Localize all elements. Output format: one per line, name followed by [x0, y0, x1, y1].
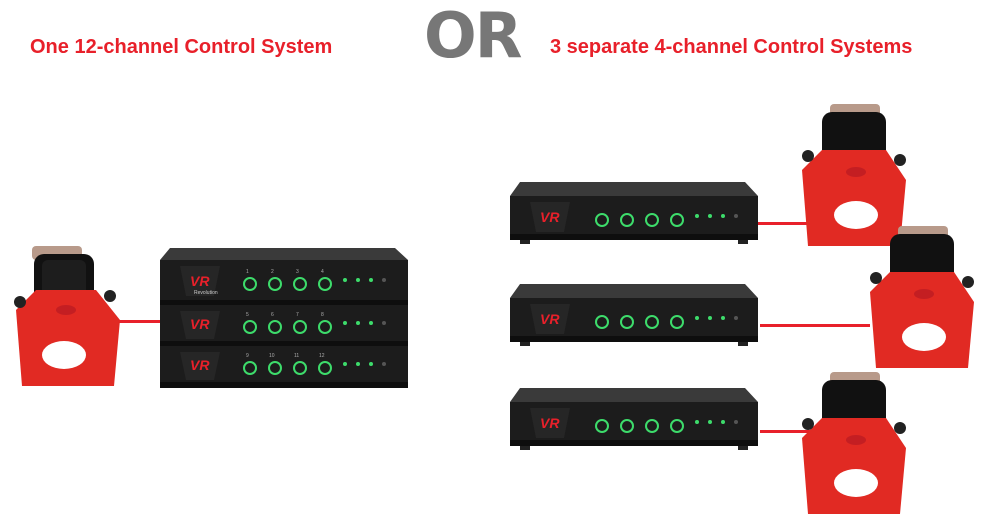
right-shaker-1-icon [800, 100, 910, 255]
svg-text:VR: VR [190, 316, 210, 332]
channel-leds [243, 277, 332, 291]
svg-text:3: 3 [296, 269, 299, 275]
svg-text:11: 11 [294, 353, 299, 359]
stack-unit-2: VR 5 6 7 8 [160, 305, 410, 349]
right-shaker-2-icon [868, 222, 978, 377]
right-shaker-3-icon [800, 368, 910, 523]
stack-unit-3: VR 9 10 11 12 [160, 346, 410, 390]
right-headline: 3 separate 4-channel Control Systems [550, 36, 913, 58]
svg-text:VR: VR [540, 311, 560, 327]
svg-text:5: 5 [246, 312, 249, 318]
left-headline: One 12-channel Control System [30, 36, 333, 58]
svg-text:9: 9 [246, 353, 249, 359]
or-text: OR [424, 0, 522, 72]
separate-unit-1: VR [510, 182, 760, 244]
left-shaker-cable [110, 320, 170, 323]
left-shaker-icon [14, 240, 124, 395]
svg-text:8: 8 [321, 312, 324, 318]
svg-text:10: 10 [269, 353, 275, 359]
svg-text:7: 7 [296, 312, 299, 318]
stack-unit-1: VR Revolution 1 2 3 4 [160, 248, 410, 308]
svg-text:VR: VR [190, 273, 210, 289]
right-shaker-cable-2 [760, 324, 870, 327]
svg-text:2: 2 [271, 269, 274, 275]
right-shaker-cable-1 [755, 222, 820, 225]
svg-text:6: 6 [271, 312, 274, 318]
svg-text:1: 1 [246, 269, 249, 275]
svg-text:VR: VR [540, 209, 560, 225]
separate-unit-2: VR [510, 284, 760, 346]
right-shaker-cable-3 [760, 430, 810, 433]
brand-text: Revolution [194, 290, 218, 296]
svg-text:4: 4 [321, 269, 324, 275]
svg-text:VR: VR [190, 357, 210, 373]
svg-text:VR: VR [540, 415, 560, 431]
svg-text:12: 12 [319, 353, 325, 359]
separate-unit-3: VR [510, 388, 760, 450]
